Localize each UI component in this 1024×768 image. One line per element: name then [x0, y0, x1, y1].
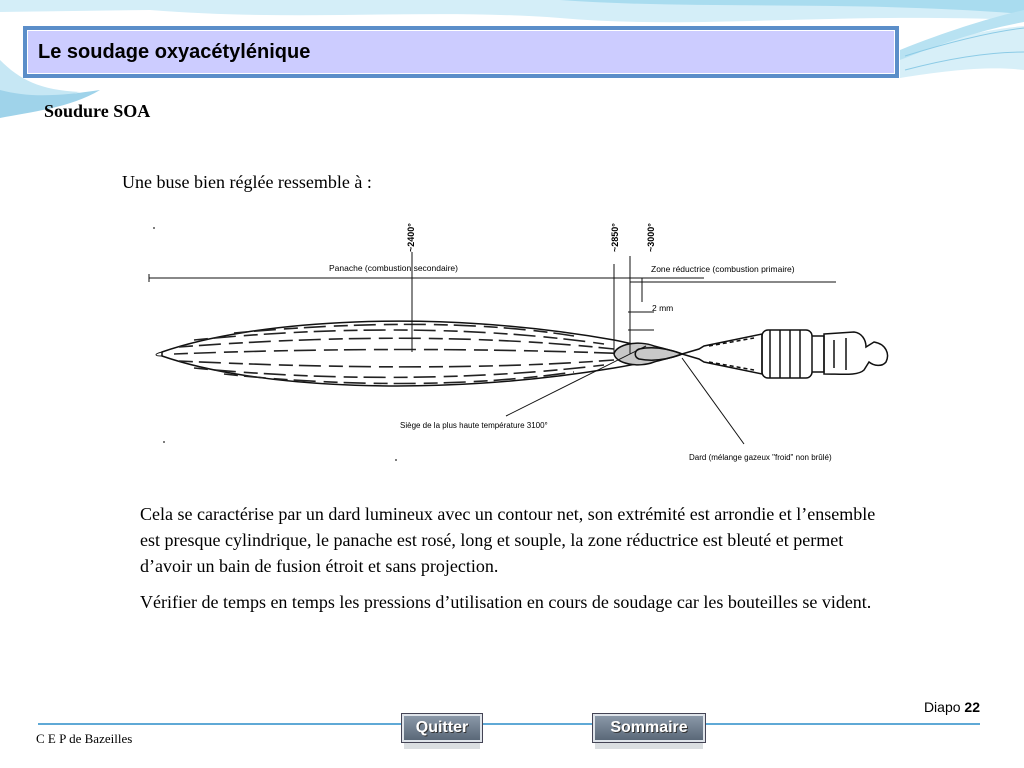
menu-button-reflection [595, 743, 703, 749]
temp-2850-label: ~2850° [610, 223, 620, 252]
slide-subtitle: Soudure SOA [44, 101, 151, 121]
reducing-zone-label: Zone réductrice (combustion primaire) [651, 264, 795, 274]
quit-button[interactable]: Quitter [401, 713, 483, 743]
temp-2400-label: ~2400° [406, 223, 416, 252]
inner-cone-dart [634, 347, 685, 361]
summary-button[interactable]: Sommaire [592, 713, 706, 743]
slide-number-label: Diapo [923, 699, 961, 715]
size-2mm-label: 2 mm [652, 303, 673, 313]
flame-texture [173, 323, 635, 385]
hottest-point-label: Siège de la plus haute température 3100° [400, 421, 548, 430]
footer-organization: C E P de Bazeilles [36, 731, 133, 746]
explanation: Cela se caractérise par un dard lumineux… [140, 501, 880, 625]
panache-label: Panache (combustion secondaire) [329, 263, 458, 273]
slide-title: Le soudage oxyacétylénique [38, 40, 311, 63]
paragraph-pressure-check: Vérifier de temps en temps les pressions… [140, 592, 872, 613]
dots [153, 227, 397, 461]
intro-text: Une buse bien réglée ressemble à : [122, 172, 372, 192]
slide-number-value: 22 [964, 699, 980, 715]
quit-button-reflection [404, 743, 480, 749]
footer-divider [38, 723, 980, 725]
slide-number: Diapo 22 [924, 699, 980, 715]
paragraph-characteristics: Cela se caractérise par un dard lumineux… [140, 504, 876, 577]
torch-nozzle-icon [679, 329, 889, 379]
title-frame: Le soudage oxyacétylénique [23, 26, 899, 78]
reducing-zone [613, 342, 684, 366]
dard-label: Dard (mélange gazeux "froid" non brûlé) [689, 453, 832, 462]
flame-diagram: ~2400° ~2850° ~3000° Panache (combustion… [134, 212, 900, 474]
title-box: Le soudage oxyacétylénique [27, 30, 895, 74]
temp-3000-label: ~3000° [646, 223, 656, 252]
annotation-lines [148, 252, 836, 445]
